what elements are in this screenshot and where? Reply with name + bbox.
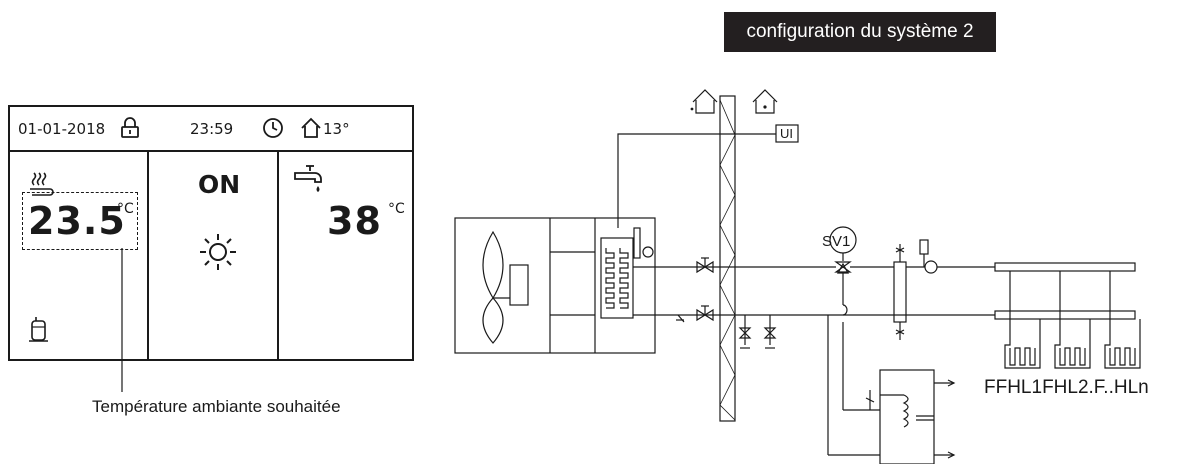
lock-icon — [121, 117, 139, 138]
floor-heating-loop — [1054, 271, 1091, 369]
faucet-icon — [294, 165, 322, 192]
hot-water-unit: °C — [388, 201, 405, 217]
sv1-label: SV1 — [822, 233, 851, 250]
floor-heating-loop — [1004, 271, 1041, 369]
date-display: 01-01-2018 — [18, 120, 106, 138]
internal-pump-icon — [642, 246, 654, 258]
hot-water-temp: 38 — [327, 199, 382, 243]
indoor-house-icon — [690, 89, 718, 114]
room-temp-caption: Température ambiante souhaitée — [92, 397, 341, 416]
fan-blade-icon — [482, 230, 504, 300]
room-temp-unit: °C — [117, 201, 134, 217]
coil-icon — [902, 394, 909, 428]
building-wall — [719, 95, 736, 422]
sun-icon[interactable] — [198, 232, 238, 272]
pump-icon — [924, 260, 938, 274]
shutoff-valve-icon — [696, 260, 714, 274]
outdoor-temp: 13° — [323, 120, 350, 138]
column-divider — [277, 152, 279, 359]
diagram-title-banner: configuration du système 2 — [724, 12, 996, 52]
outdoor-unit — [454, 217, 656, 354]
room-temp-box[interactable] — [22, 192, 138, 250]
time-display: 23:59 — [190, 120, 234, 138]
buffer-tank — [893, 261, 907, 323]
expansion-vessel — [919, 239, 929, 255]
drain-valve-icon — [738, 327, 752, 339]
tank-icon — [29, 317, 48, 342]
floor-heating-loop — [1104, 271, 1141, 369]
supply-manifold — [994, 262, 1136, 272]
column-divider — [147, 152, 149, 359]
dhw-tank — [879, 369, 935, 464]
floor-heating-zone-label: FFHL1FHL2.F..HLn — [984, 377, 1149, 398]
drain-valve-icon — [763, 327, 777, 339]
ui-label: UI — [780, 126, 793, 141]
clock-icon — [263, 118, 283, 138]
outdoor-house-icon — [752, 89, 778, 114]
shutoff-valve-icon — [696, 308, 714, 322]
status-bar: 01-01-2018 23:59 13° — [10, 107, 412, 152]
return-manifold — [994, 310, 1136, 320]
heat-exchanger — [600, 237, 634, 319]
house-icon — [301, 117, 321, 138]
controller-display: 01-01-2018 23:59 13° 23.5 °C ON — [8, 105, 414, 361]
room-temp-value: 23.5 — [28, 199, 126, 243]
mode-status: ON — [198, 170, 241, 199]
